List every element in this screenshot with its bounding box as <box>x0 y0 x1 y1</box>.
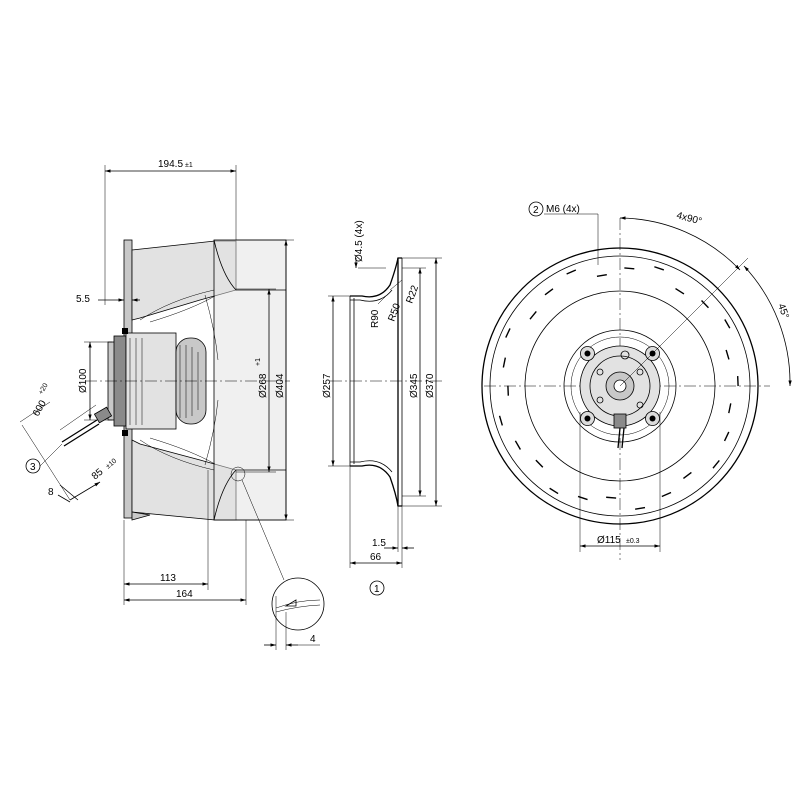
blade-mark <box>712 459 720 469</box>
dim-thickness: 1.5 <box>372 538 386 549</box>
motor-outline <box>563 329 677 443</box>
cable-exit <box>613 413 627 429</box>
flange-bolt-bottom <box>122 430 128 436</box>
blade-mark <box>725 349 730 360</box>
dim-cable-length-tol: +20 <box>38 382 50 396</box>
blade-mark <box>498 415 504 426</box>
front-view: Ø115 ±0.3 2 M6 (4x) 4x90° 45° <box>481 201 792 560</box>
blade-mark <box>635 506 646 510</box>
blade-mark <box>728 403 732 414</box>
flange-bolt-top <box>122 328 128 334</box>
inlet-ring-upper <box>350 257 402 298</box>
dim-d257: Ø257 <box>322 373 333 398</box>
angle-offset: 45° <box>775 302 791 320</box>
dim-flange-offset: 5.5 <box>76 294 90 305</box>
dim-depth-164: 164 <box>176 589 193 600</box>
dim-width: 66 <box>370 552 382 563</box>
dim-d370: Ø370 <box>425 373 436 398</box>
angle-arc-90 <box>619 216 741 271</box>
angle-arc-45 <box>743 265 792 387</box>
cable-gland <box>93 406 113 424</box>
callout-ring-label: 1 <box>374 584 380 595</box>
callout-thread-label: 2 <box>533 205 539 216</box>
dim-detail-gap: 4 <box>310 634 316 645</box>
dim-r22: R22 <box>404 284 421 305</box>
blade-mark <box>606 496 617 499</box>
dim-d345: Ø345 <box>409 373 420 398</box>
dim-bolt-circle-tol: ±0.3 <box>626 538 640 545</box>
blade-mark <box>505 328 511 338</box>
blade-mark <box>682 471 692 480</box>
callout-cable-label: 3 <box>30 462 36 473</box>
blade-mark <box>535 459 544 468</box>
blade-mark <box>654 266 665 271</box>
dim-r90: R90 <box>370 309 381 328</box>
blade-mark <box>723 431 730 442</box>
blade-mark <box>544 288 554 296</box>
cable <box>61 419 98 443</box>
dim-hub-diameter: Ø100 <box>78 368 89 393</box>
blade-mark <box>701 300 709 309</box>
side-view: 194.5 ±1 <box>19 159 325 650</box>
inlet-ring-lower <box>350 464 402 507</box>
dim-bolt-circle: Ø115 <box>597 535 621 546</box>
blade-mark <box>549 487 559 495</box>
impeller-shroud <box>213 239 287 521</box>
callout-ring <box>369 580 385 596</box>
dim-r50: R50 <box>386 302 403 323</box>
blade-mark <box>724 319 731 329</box>
m6-thread-hole <box>584 350 591 357</box>
blade-mark <box>529 310 537 320</box>
dim-cable-strip: 8 <box>48 487 54 498</box>
blade-mark <box>577 495 588 501</box>
blade-mark <box>514 440 522 450</box>
blade-mark <box>624 267 635 270</box>
blade-mark <box>502 357 507 368</box>
blade-mark <box>661 491 672 498</box>
thread-label: M6 (4x) <box>546 204 580 215</box>
dim-overall-length-tol: ±1 <box>185 162 193 169</box>
m6-thread-hole <box>649 415 656 422</box>
blade-mark <box>596 273 607 277</box>
dim-cable-length: 600 <box>31 398 49 418</box>
dim-inlet-diameter: Ø268 <box>258 373 269 398</box>
dim-cable-end: 85 <box>90 466 106 482</box>
dim-overall-length: 194.5 <box>158 159 183 170</box>
ring-view: Ø4.5 (4x) R90 R50 R22 Ø257 Ø345 Ø370 1.5… <box>322 220 445 596</box>
dim-hole: Ø4.5 (4x) <box>354 220 365 262</box>
dim-cable-end-tol: ±10 <box>105 458 118 471</box>
impeller-inlet <box>524 290 716 482</box>
dim-depth-113: 113 <box>160 573 176 584</box>
dim-inlet-diameter-tol: +1 <box>255 358 262 366</box>
dim-outer-diameter: Ø404 <box>275 373 286 398</box>
blade-mark <box>675 287 685 295</box>
detail-marker <box>230 466 246 482</box>
detail-view <box>271 577 325 631</box>
m6-thread-hole <box>584 415 591 422</box>
angle-spacing: 4x90° <box>675 210 703 227</box>
blade-mark <box>566 269 577 275</box>
callout-thread <box>528 201 544 217</box>
